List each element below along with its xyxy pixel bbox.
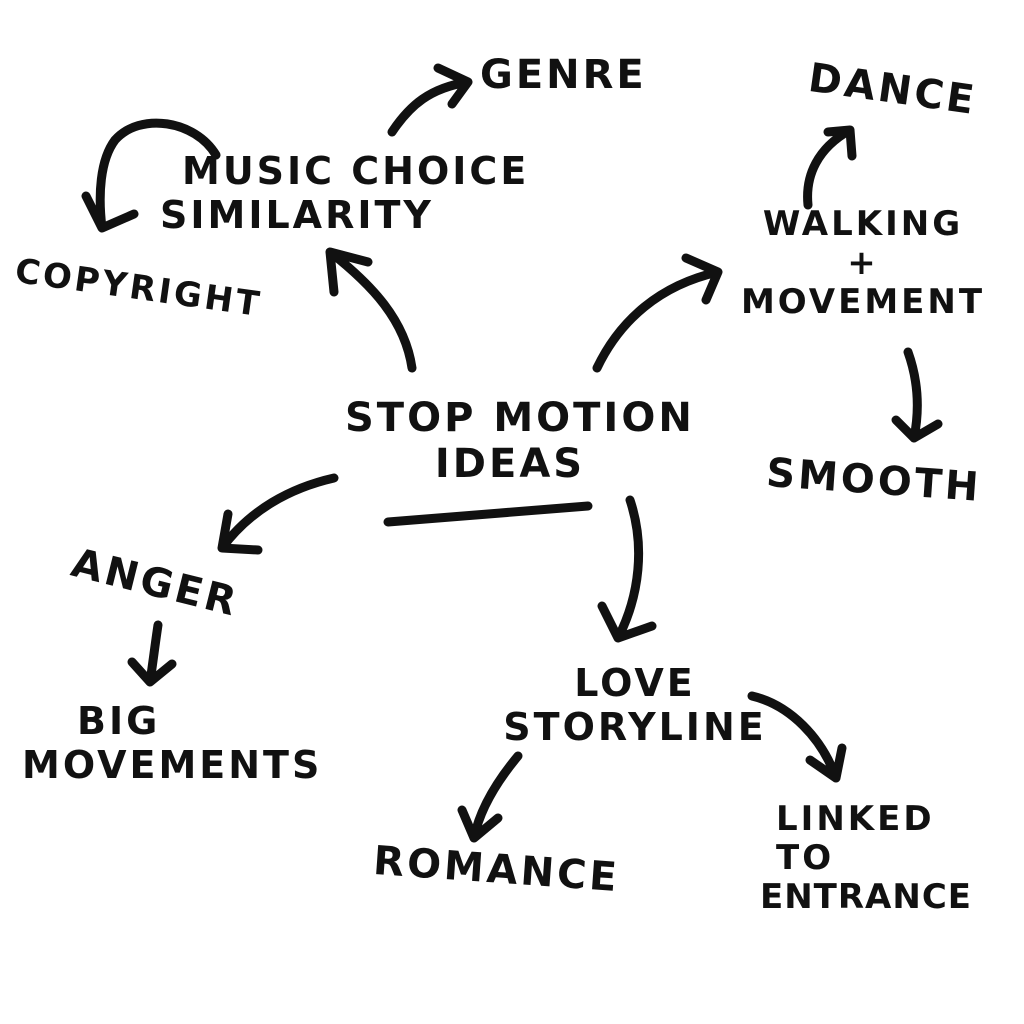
node-walking-line2: +	[847, 243, 879, 284]
node-love-line2: STORYLINE	[503, 704, 767, 749]
node-love-line1: LOVE	[574, 661, 696, 705]
node-genre: GENRE	[480, 52, 647, 98]
arrow-anger-to-big-movements	[127, 620, 177, 687]
node-music-line1: MUSIC CHOICE	[182, 149, 530, 193]
arrow-center-to-music	[325, 247, 417, 373]
arrow-love-to-linked	[747, 691, 847, 783]
node-walking-movement: WALKING + MOVEMENT	[718, 204, 1008, 323]
arrow-music-to-genre	[387, 63, 473, 137]
node-walking-line1: WALKING	[762, 204, 964, 244]
node-music-line2: SIMILARITY	[160, 192, 434, 237]
arrow-music-to-copyright	[81, 118, 221, 233]
node-linked-line1: LINKED	[776, 799, 935, 839]
node-linked-line3: ENTRANCE	[760, 877, 972, 918]
center-underline	[383, 501, 593, 527]
node-walking-line3: MOVEMENT	[740, 282, 986, 323]
node-linked-to-entrance: LINKED TO ENTRANCE	[760, 799, 972, 918]
node-music-choice-similarity: MUSIC CHOICE SIMILARITY	[160, 149, 530, 237]
node-big-line2: MOVEMENTS	[22, 742, 323, 787]
node-linked-line2: TO	[776, 838, 835, 879]
arrow-love-to-romance	[457, 751, 523, 843]
node-big-line1: BIG	[77, 699, 161, 743]
arrow-center-to-anger	[217, 473, 339, 555]
node-stop-motion-ideas: STOP MOTION IDEAS	[345, 395, 695, 487]
arrow-walking-to-dance	[803, 125, 857, 210]
arrow-center-to-walking	[592, 253, 723, 373]
node-love-storyline: LOVE STORYLINE	[495, 661, 775, 749]
node-big-movements: BIG MOVEMENTS	[22, 699, 323, 787]
node-stop-motion-line2: IDEAS	[434, 441, 586, 487]
node-stop-motion-line1: STOP MOTION	[345, 395, 695, 441]
arrow-center-to-love	[597, 495, 657, 643]
arrow-movement-to-smooth	[891, 347, 943, 443]
